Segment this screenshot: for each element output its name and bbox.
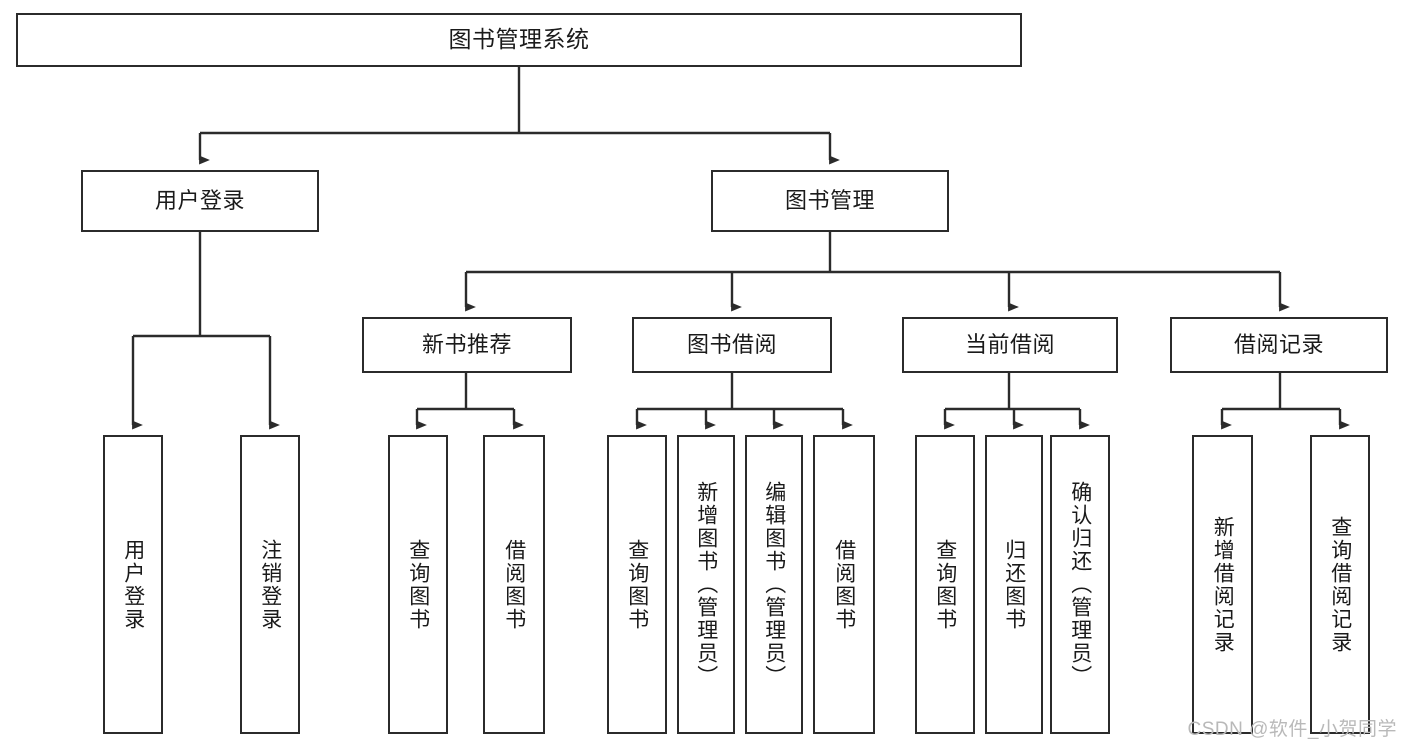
node-leaf-query-book-1[interactable]: 查询图书 xyxy=(388,435,448,734)
node-leaf-logout[interactable]: 注销登录 xyxy=(240,435,300,734)
node-root[interactable]: 图书管理系统 xyxy=(16,13,1022,67)
node-leaf-query-book-3[interactable]: 查询图书 xyxy=(915,435,975,734)
node-leaf-add-book[interactable]: 新增图书（管理员） xyxy=(677,435,735,734)
node-leaf-edit-book[interactable]: 编辑图书（管理员） xyxy=(745,435,803,734)
node-leaf-return-book[interactable]: 归还图书 xyxy=(985,435,1043,734)
node-leaf-add-record[interactable]: 新增借阅记录 xyxy=(1192,435,1253,734)
node-leaf-confirm-return[interactable]: 确认归还（管理员） xyxy=(1050,435,1110,734)
node-leaf-borrow-book-1[interactable]: 借阅图书 xyxy=(483,435,545,734)
node-leaf-borrow-book-2[interactable]: 借阅图书 xyxy=(813,435,875,734)
node-book-borrow[interactable]: 图书借阅 xyxy=(632,317,832,373)
node-current-borrow[interactable]: 当前借阅 xyxy=(902,317,1118,373)
node-leaf-query-book-2[interactable]: 查询图书 xyxy=(607,435,667,734)
node-leaf-user-login[interactable]: 用户登录 xyxy=(103,435,163,734)
csdn-watermark: CSDN @软件_小贺同学 xyxy=(1187,719,1397,740)
node-new-book-recommend[interactable]: 新书推荐 xyxy=(362,317,572,373)
node-book-manage[interactable]: 图书管理 xyxy=(711,170,949,232)
node-user-login[interactable]: 用户登录 xyxy=(81,170,319,232)
node-leaf-query-record[interactable]: 查询借阅记录 xyxy=(1310,435,1370,734)
node-borrow-record[interactable]: 借阅记录 xyxy=(1170,317,1388,373)
